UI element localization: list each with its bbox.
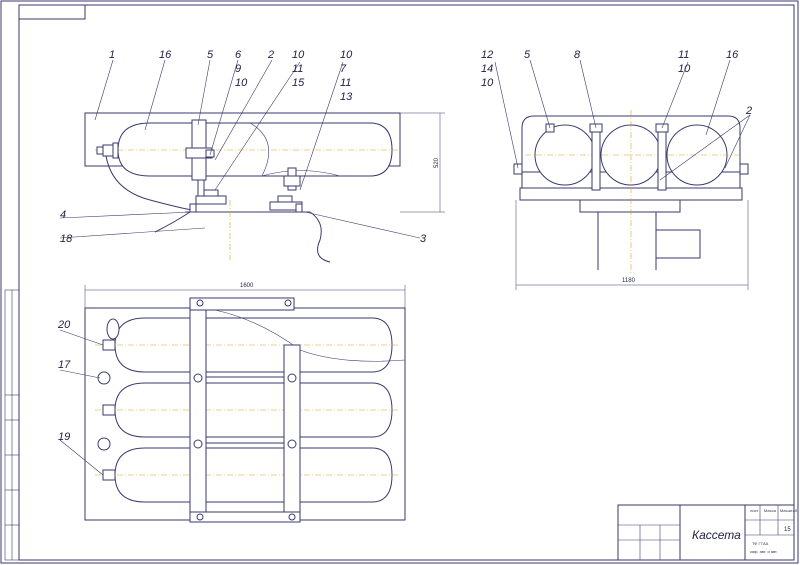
end-view: 1180 12 14 10 5 8 11 10 16 2 (481, 49, 752, 290)
vehicle-body-part (154, 211, 331, 263)
callout-6: 6 (235, 49, 242, 61)
callout-5-end: 5 (524, 49, 531, 61)
plan-view: 1600 20 17 19 (57, 283, 406, 523)
gas-cylinder-side (117, 122, 393, 177)
callout-14: 14 (481, 63, 493, 75)
org-line: каф. авт. и авт. (750, 549, 778, 554)
clamp-band-plan-right (283, 344, 301, 521)
callout-9: 9 (235, 63, 241, 75)
callout-20: 20 (57, 319, 71, 331)
callout-2: 2 (267, 49, 274, 61)
cylinder-valve-side (102, 144, 114, 157)
clamp-band-plan-left (189, 307, 207, 519)
valve-handwheel-1 (106, 318, 120, 340)
top-left-stamp (18, 4, 86, 20)
callout-17: 17 (58, 359, 71, 371)
callout-2-end: 2 (745, 105, 752, 117)
sheet-number: 15 (784, 527, 791, 533)
callout-10-end: 10 (481, 77, 494, 89)
title-block: Кассета 15 лист Масса Масштаб ТФ ГТАА ка… (617, 504, 798, 561)
sheet-inner-frame (18, 4, 795, 561)
callout-19: 19 (58, 431, 70, 443)
mount-bracket (597, 212, 701, 270)
side-view: 520 1 16 5 6 9 10 2 10 11 15 10 7 11 13 … (59, 49, 445, 263)
stamp-mass-label: Масса (764, 508, 777, 513)
support-foot-left (195, 195, 227, 205)
callout-11b: 11 (340, 77, 351, 89)
callout-5: 5 (207, 49, 214, 61)
callout-10b: 10 (292, 49, 305, 61)
callout-11-end: 11 (678, 49, 689, 61)
callout-10c: 10 (340, 49, 353, 61)
callout-13: 13 (340, 91, 353, 103)
callout-16: 16 (159, 49, 172, 61)
callout-16-end: 16 (726, 49, 739, 61)
gas-hose (105, 155, 193, 211)
callout-8: 8 (574, 49, 581, 61)
institute-code: ТФ ГТАА (752, 541, 769, 546)
callout-10-end-b: 10 (678, 63, 691, 75)
callout-15: 15 (292, 77, 305, 89)
callout-1: 1 (109, 49, 115, 61)
callout-11: 11 (292, 63, 303, 75)
callout-7: 7 (340, 63, 347, 75)
callout-12: 12 (481, 49, 493, 61)
mount-plate (579, 199, 681, 213)
valve-handwheel-3 (97, 437, 111, 451)
stamp-sheet-label: лист (750, 508, 759, 513)
callout-3: 3 (420, 233, 427, 245)
stamp-scale-label: Масштаб (780, 508, 798, 513)
dim-width-end: 1180 (622, 278, 636, 284)
callout-4: 4 (60, 209, 66, 221)
drawing-title: Кассета (692, 528, 741, 542)
dim-length-plan: 1600 (240, 283, 254, 289)
callout-10: 10 (235, 77, 248, 89)
valve-handwheel-2 (97, 371, 111, 385)
left-margin-strip (4, 289, 20, 561)
callout-18: 18 (60, 233, 73, 245)
dim-height: 520 (434, 157, 440, 168)
support-post-left (197, 179, 205, 197)
